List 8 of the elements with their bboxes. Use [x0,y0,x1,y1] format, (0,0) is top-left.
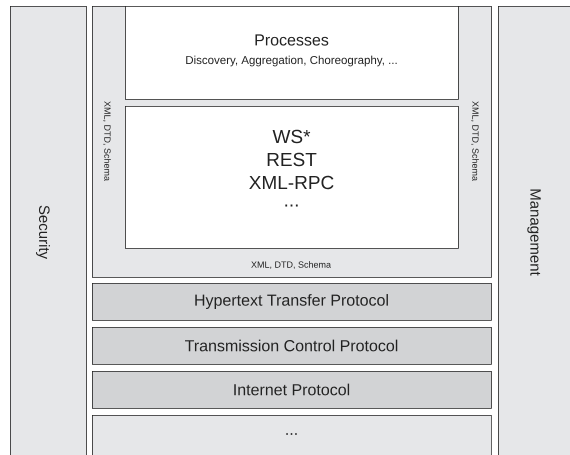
protocol-layer: Internet Protocol [92,371,492,409]
protocol-layer: Transmission Control Protocol [92,327,492,365]
side-band: Security [10,6,87,455]
layer-box: WS* REST XML-RPC ... [125,106,459,249]
layer-box: ... [92,415,492,455]
layer-box: Processes Discovery, Aggregation, Choreography, ... [125,6,459,100]
protocol-layer: Hypertext Transfer Protocol [92,283,492,321]
side-band: Management [498,6,570,455]
